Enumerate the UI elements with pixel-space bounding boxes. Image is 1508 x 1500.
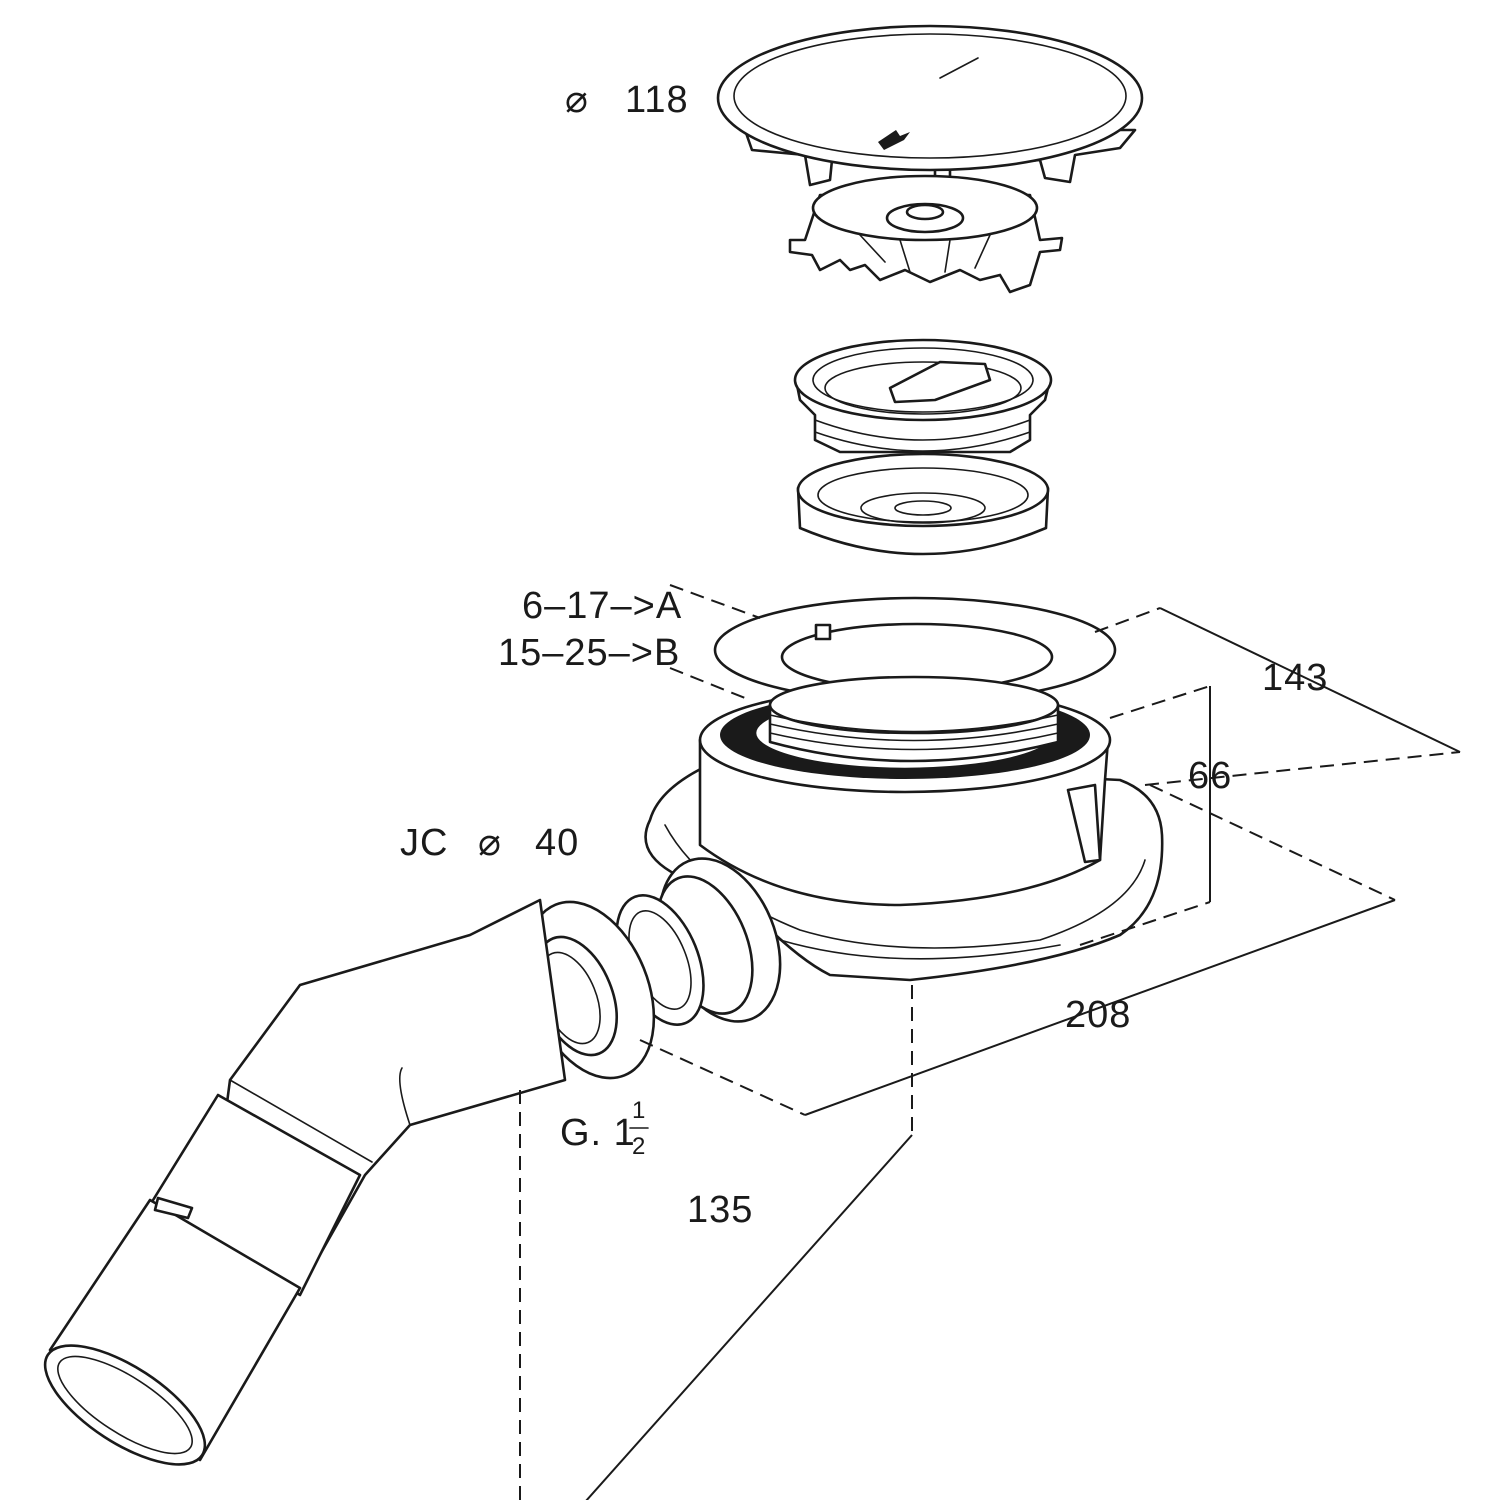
drain-body (644, 675, 1164, 982)
dim-135-line (585, 1134, 913, 1500)
thread-prefix-label: G. 1 (560, 1112, 636, 1154)
pipe-prefix-label: JC (400, 822, 448, 864)
cover-diameter-label: 118 (625, 79, 689, 121)
seal-cup (796, 452, 1050, 556)
cover-plate (716, 24, 1144, 194)
thread-denominator: 2 (632, 1133, 646, 1160)
strainer-basket (788, 174, 1064, 294)
elbow-pipe (43, 898, 567, 1466)
pipe-diameter-symbol: ⌀ (478, 822, 502, 864)
dim-66-ext-top (1109, 685, 1211, 719)
thread-numerator: 1 (632, 1097, 646, 1124)
adjust-a-label: 6–17–>A (522, 585, 682, 627)
trap-insert (793, 338, 1053, 454)
pipe-diameter-label: 40 (535, 822, 579, 864)
dim-66-label: 66 (1188, 755, 1232, 797)
dim-208-label: 208 (1065, 994, 1131, 1036)
dim-208-line (804, 899, 1396, 1116)
dim-208-ext2 (639, 1039, 806, 1116)
dim-143-ext (1094, 607, 1161, 633)
dim-143-ext2 (1144, 751, 1461, 786)
dim-143-line (1159, 607, 1461, 753)
dim-208-ext (1149, 784, 1396, 901)
leader-a (669, 584, 761, 619)
dim-135-label: 135 (687, 1189, 753, 1231)
dim-66-ext-bot (1079, 901, 1211, 946)
labels: ⌀ 118 6–17–>A 15–25–>B JC ⌀ 40 G. 1 1 2 … (400, 79, 1328, 1231)
dim-143-label: 143 (1262, 657, 1328, 699)
leader-b (669, 667, 746, 699)
flange-ring (713, 596, 1117, 704)
adjust-b-label: 15–25–>B (498, 632, 680, 674)
cover-diameter-symbol: ⌀ (565, 79, 589, 121)
dimension-lines (519, 584, 1461, 1500)
